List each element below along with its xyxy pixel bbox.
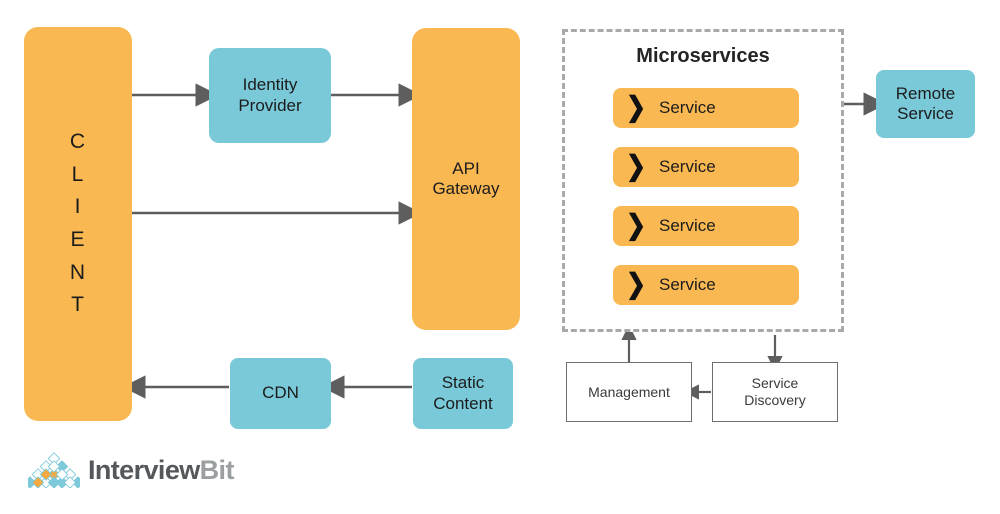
service-box[interactable]: ❯ Service <box>613 88 799 128</box>
service-label: Service <box>659 216 716 235</box>
static-content-label-line: Static <box>441 373 485 393</box>
management-box[interactable]: Management <box>566 362 692 422</box>
remote-service-label-line: Service <box>897 104 954 123</box>
api-gateway-box[interactable]: API Gateway <box>412 28 520 330</box>
cdn-label: CDN <box>262 383 299 403</box>
service-label: Service <box>659 275 716 294</box>
client-box[interactable]: C L I E N T <box>24 27 132 421</box>
chevron-right-icon: ❯ <box>625 268 647 300</box>
remote-service-label: Remote Service <box>896 84 956 125</box>
logo-word-bit: Bit <box>199 454 235 485</box>
client-letter: C <box>69 130 87 154</box>
chevron-right-icon: ❯ <box>625 209 647 241</box>
logo-word-interview: Interview <box>88 454 200 485</box>
service-box[interactable]: ❯ Service <box>613 265 799 305</box>
api-gateway-label-line: Gateway <box>432 179 500 198</box>
chevron-right-icon: ❯ <box>625 150 647 182</box>
interviewbit-wordmark: InterviewBit <box>88 455 234 486</box>
client-label-vertical: C L I E N T <box>70 126 86 321</box>
service-discovery-label-line: Service <box>751 375 799 392</box>
client-letter: E <box>70 228 86 251</box>
microservices-group: Microservices ❯ Service ❯ Service ❯ Serv… <box>562 29 844 332</box>
identity-provider-label-line: Identity <box>242 75 298 95</box>
service-label: Service <box>659 98 716 117</box>
service-discovery-box[interactable]: Service Discovery <box>712 362 838 422</box>
service-box[interactable]: ❯ Service <box>613 206 799 246</box>
service-discovery-label: Service Discovery <box>744 375 805 409</box>
identity-provider-box[interactable]: Identity Provider <box>209 48 331 143</box>
static-content-label-line: Content <box>433 393 493 413</box>
chevron-right-icon: ❯ <box>625 91 647 123</box>
management-label: Management <box>588 383 670 400</box>
static-content-label: Static Content <box>433 373 493 414</box>
identity-provider-label-line: Provider <box>238 95 302 115</box>
client-letter: N <box>69 260 87 284</box>
client-letter: I <box>74 195 82 219</box>
api-gateway-label: API Gateway <box>432 159 499 200</box>
service-label: Service <box>659 157 716 176</box>
cdn-box[interactable]: CDN <box>230 358 331 429</box>
interviewbit-diamond-mark <box>28 452 80 488</box>
microservices-title: Microservices <box>636 45 770 67</box>
remote-service-box[interactable]: Remote Service <box>876 70 975 138</box>
service-box[interactable]: ❯ Service <box>613 147 799 187</box>
client-letter: L <box>71 162 85 186</box>
remote-service-label-line: Remote <box>895 83 956 103</box>
static-content-box[interactable]: Static Content <box>413 358 513 429</box>
service-discovery-label-line: Discovery <box>744 392 806 408</box>
identity-provider-label: Identity Provider <box>238 75 301 116</box>
api-gateway-label-line: API <box>452 158 480 178</box>
interviewbit-logo: InterviewBit <box>28 452 234 488</box>
client-letter: T <box>71 293 85 317</box>
